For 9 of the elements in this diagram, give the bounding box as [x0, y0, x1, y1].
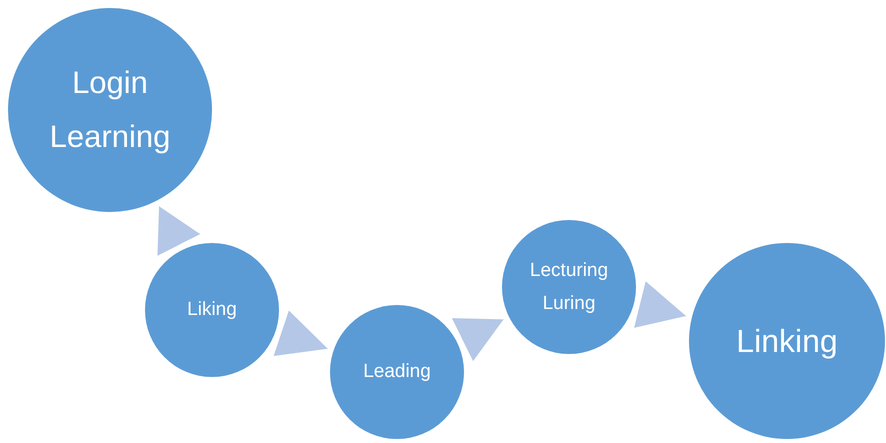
node-label: Lecturing Luring	[528, 258, 610, 316]
node-label: Linking	[735, 322, 839, 361]
triangle-arrow	[274, 310, 328, 356]
node-label: Liking	[186, 298, 238, 322]
triangle-arrow	[157, 206, 200, 256]
node-label: Login Learning	[48, 64, 172, 156]
node-label: Leading	[362, 360, 432, 384]
triangle-arrow	[634, 281, 686, 328]
triangle-arrow	[452, 318, 504, 362]
